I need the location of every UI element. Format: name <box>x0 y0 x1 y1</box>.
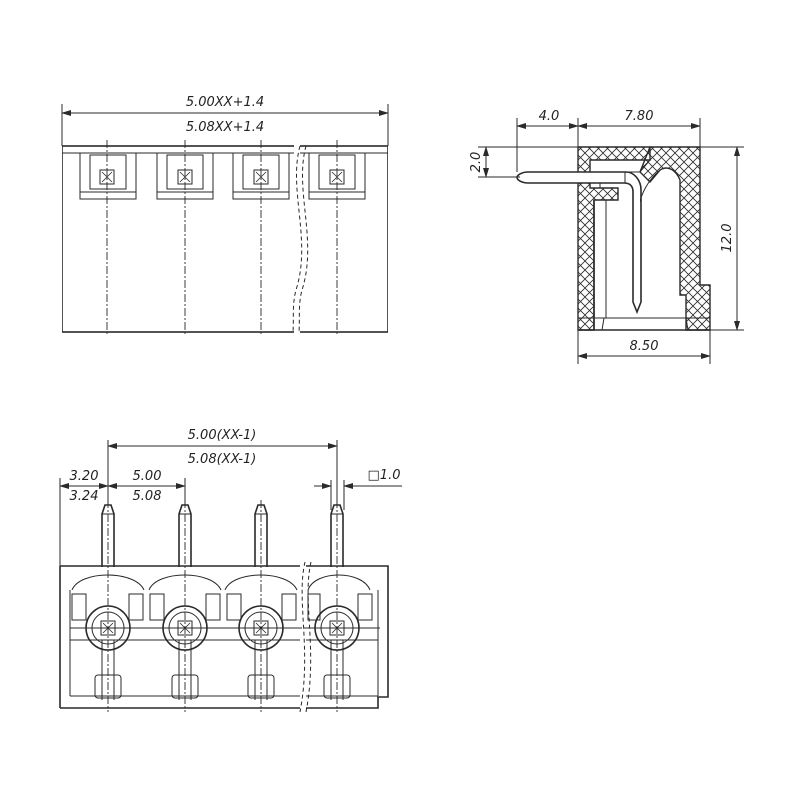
side-depth-dimension: 8.50 <box>577 330 711 364</box>
side-housing-section <box>577 146 711 331</box>
front-break-line <box>299 561 306 713</box>
side-dim-depth-label: 8.50 <box>630 339 659 354</box>
top-break-line <box>292 145 303 333</box>
side-top-dimensions: 4.0 7.80 <box>516 109 701 172</box>
front-pins <box>101 504 344 567</box>
front-view: 5.00(XX-1) 5.08(XX-1) 3.20 3.24 5.00 5.0… <box>59 428 402 713</box>
side-view: 4.0 7.80 2.0 12.0 8.50 <box>469 109 744 364</box>
front-pin-square-dimension: □1.0 <box>314 468 402 510</box>
top-width-dimension: 5.00XX+1.4 5.08XX+1.4 <box>61 95 389 146</box>
top-width-label-b: 5.08XX+1.4 <box>186 120 264 135</box>
front-center-lines <box>70 500 380 712</box>
front-offset-label-a: 3.20 <box>70 469 99 484</box>
front-span-label-a: 5.00(XX-1) <box>188 428 257 443</box>
front-pin-square-label: □1.0 <box>368 468 401 483</box>
side-dim-left-label: 4.0 <box>539 109 560 124</box>
top-body-right <box>300 145 388 333</box>
side-height-dimension: 12.0 <box>700 146 744 331</box>
top-width-label-a: 5.00XX+1.4 <box>186 95 264 110</box>
side-dim-height-label: 12.0 <box>720 224 735 253</box>
side-dim-pin-height-label: 2.0 <box>469 152 484 173</box>
top-screw-windows <box>79 152 366 200</box>
side-bent-pin <box>516 171 642 315</box>
front-offset-label-b: 3.24 <box>70 489 99 504</box>
front-span-dimension: 5.00(XX-1) 5.08(XX-1) <box>107 428 338 505</box>
top-center-lines <box>106 140 338 335</box>
front-pitch-label-a: 5.00 <box>133 469 162 484</box>
side-pin-height-dimension: 2.0 <box>469 146 578 178</box>
front-housing <box>59 565 389 709</box>
front-span-label-b: 5.08(XX-1) <box>188 452 257 467</box>
front-offset-pitch-dimension: 3.20 3.24 5.00 5.08 <box>59 469 186 566</box>
front-pitch-label-b: 5.08 <box>133 489 162 504</box>
side-dim-right-label: 7.80 <box>625 109 654 124</box>
top-window-1 <box>79 152 137 200</box>
top-view: 5.00XX+1.4 5.08XX+1.4 <box>61 95 389 335</box>
